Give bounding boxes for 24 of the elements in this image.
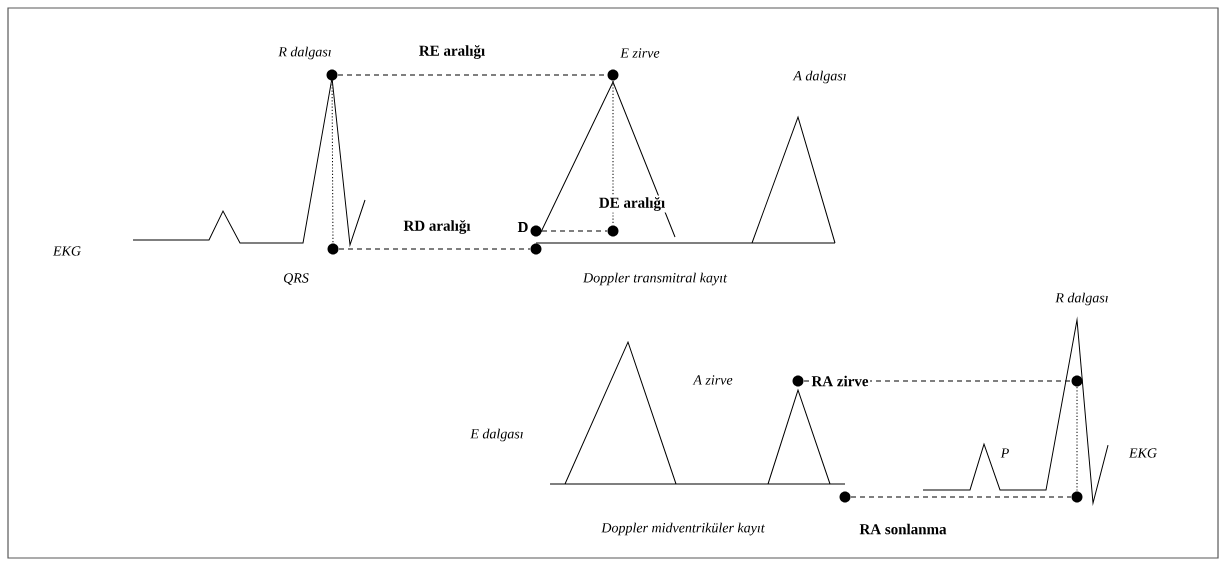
edge-label: RE aralığı: [417, 43, 487, 61]
interval-line: [612, 80, 614, 226]
wave-label: E zirve: [620, 48, 660, 58]
edge-label: DE aralığı: [597, 195, 667, 213]
wave-label: QRS: [283, 273, 309, 285]
edge-label: RA sonlanma: [857, 522, 949, 536]
wave-label: Doppler midventriküler kayıt: [601, 522, 765, 536]
wave-label: EKG: [1128, 448, 1157, 458]
wave-label: R dalgası: [278, 46, 331, 60]
interval-line: [331, 80, 334, 244]
wave-label: EKG: [52, 246, 81, 256]
interval-line: [338, 248, 531, 250]
wave-label: R dalgası: [1055, 292, 1108, 306]
interval-line: [541, 230, 608, 232]
wave-label: Doppler transmitral kayıt: [582, 272, 728, 286]
wave-label: P: [1000, 448, 1009, 458]
interval-line: [1076, 386, 1078, 492]
wave-label: E dalgası: [470, 428, 523, 442]
interval-line: [850, 496, 1072, 498]
edge-label: RD aralığı: [401, 218, 473, 236]
wave-label: A dalgası: [792, 70, 846, 84]
wave-label: D: [517, 222, 528, 232]
wave-label: A zirve: [692, 375, 733, 385]
edge-label: RA zirve: [810, 374, 871, 388]
